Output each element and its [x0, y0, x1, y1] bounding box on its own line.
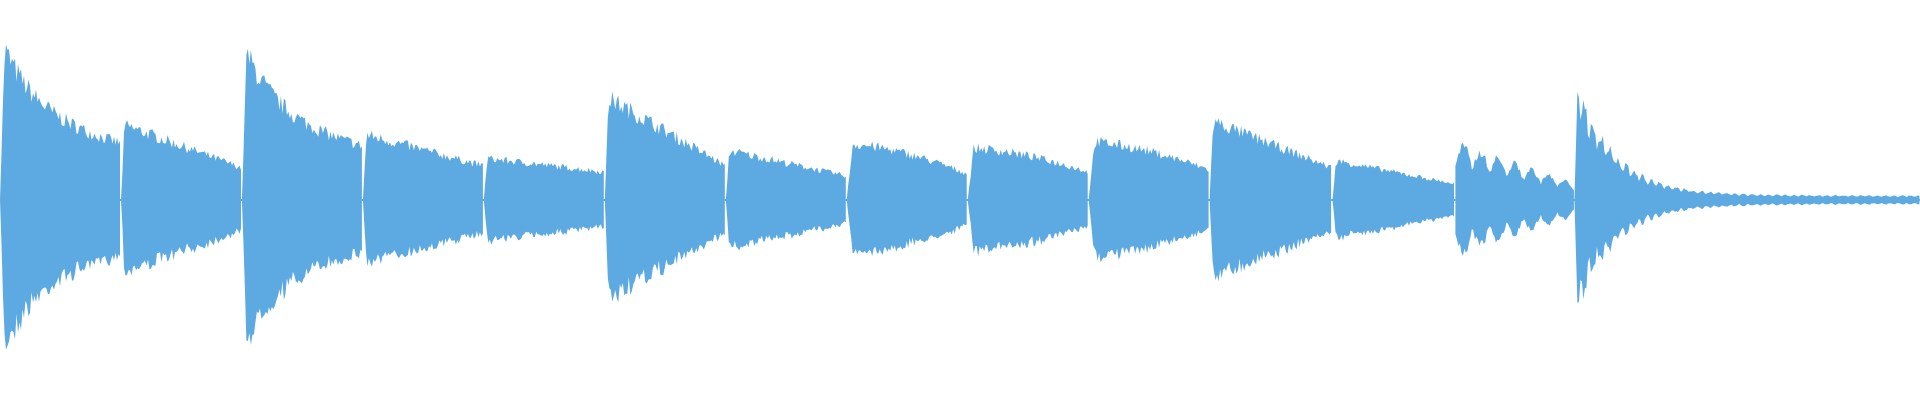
waveform-segment-2: [121, 120, 241, 276]
waveform-segment-6: [604, 91, 725, 302]
waveform-segment-8: [846, 141, 967, 256]
waveform-segment-14: [1574, 92, 1920, 303]
waveform-segment-3: [241, 48, 362, 345]
waveform-segment-4: [362, 130, 483, 267]
waveform-segment-1: [0, 44, 120, 350]
